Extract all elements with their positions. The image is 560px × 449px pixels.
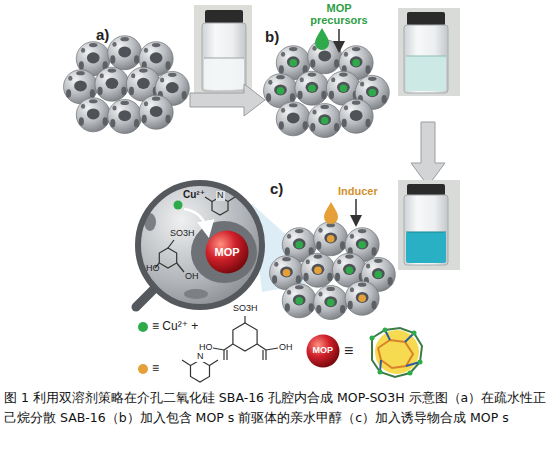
figure-label: b)	[265, 29, 279, 46]
sba16-cluster	[64, 36, 190, 134]
process-arrow	[411, 122, 445, 186]
mop-sphere: MOP	[205, 230, 249, 274]
figure-caption: 图 1 利用双溶剂策略在介孔二氧化硅 SBA-16 孔腔内合成 MOP-SO3H…	[4, 388, 556, 428]
node-text: MOP	[313, 346, 334, 356]
vial-photo	[398, 180, 460, 270]
legend-dot	[138, 322, 148, 332]
node-text: N	[216, 191, 225, 201]
mop-sphere: MOP	[306, 334, 340, 368]
legend-text: ≡	[152, 362, 159, 375]
sba16-cluster	[270, 222, 396, 320]
figure-label: c)	[270, 181, 283, 198]
figure-label: SO3H	[233, 304, 258, 314]
zoomed-pore	[136, 183, 262, 307]
figure-label: Inducer	[338, 185, 378, 197]
figure-label: N	[196, 352, 205, 362]
green-drop	[315, 28, 339, 50]
vial-photo	[194, 5, 252, 95]
process-arrow	[190, 84, 265, 116]
magnifier-lens: Cu²⁺ N SO3H HO OH MOP	[135, 180, 265, 310]
legend-text: ≡ Cu²⁺ +	[152, 320, 198, 333]
figure-label: OH	[279, 343, 293, 353]
sulfoisophthalic-acid	[213, 316, 278, 360]
vial-photo	[398, 8, 460, 96]
node-text: MOP	[215, 246, 240, 258]
figure-label: ≡	[344, 342, 353, 360]
mop-structure	[370, 328, 423, 378]
figure-label: MOP precursors	[299, 2, 379, 26]
lutidine	[182, 360, 218, 382]
node-text: SO3H	[170, 229, 195, 239]
node-text: OH	[185, 272, 199, 282]
figure-label: a)	[96, 27, 109, 44]
node-text: Cu²⁺	[183, 189, 205, 200]
sba16-cluster	[264, 40, 390, 138]
legend-dot	[138, 364, 148, 374]
node-text: HO	[146, 264, 160, 274]
orange-drop	[324, 199, 356, 224]
